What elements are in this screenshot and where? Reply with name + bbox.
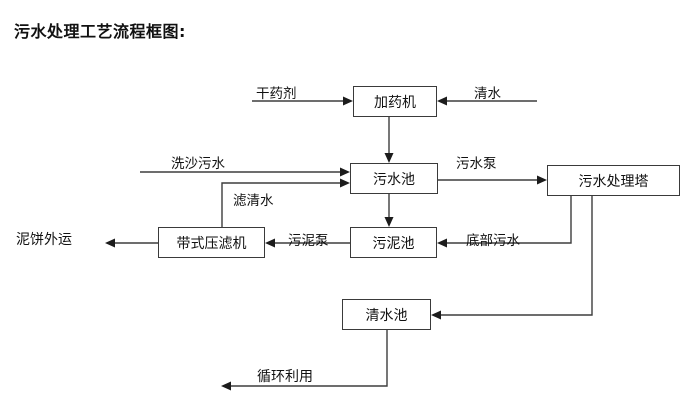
arrowhead-filtrate bbox=[340, 178, 350, 188]
arrowhead-dosing-down bbox=[384, 153, 394, 163]
terminal-label-cake-transport-out: 泥饼外运 bbox=[16, 232, 72, 248]
terminal-label-recycle-reuse: 循环利用 bbox=[257, 369, 313, 385]
arrowhead-sewagepool-down bbox=[384, 217, 394, 227]
node-clear-water-pool[interactable]: 清水池 bbox=[342, 299, 431, 330]
arrowhead-bottomsewage bbox=[437, 238, 447, 248]
node-sludge-pool[interactable]: 污泥池 bbox=[350, 227, 437, 258]
edge-label-sewage-pump: 污水泵 bbox=[456, 156, 497, 172]
arrowhead-cakeout bbox=[105, 238, 115, 248]
page-title: 污水处理工艺流程框图: bbox=[14, 22, 186, 41]
node-sewage-pool[interactable]: 污水池 bbox=[350, 163, 438, 194]
node-dosing-machine[interactable]: 加药机 bbox=[353, 86, 437, 117]
node-belt-filter-press[interactable]: 带式压滤机 bbox=[158, 227, 265, 258]
node-treatment-tower[interactable]: 污水处理塔 bbox=[547, 165, 680, 196]
edge-label-filtrate: 滤清水 bbox=[233, 193, 274, 209]
arrowhead-clean-water bbox=[437, 96, 447, 106]
arrowhead-sandwash bbox=[340, 167, 350, 177]
arrowhead-dry-agent bbox=[343, 96, 353, 106]
arrowhead-sludgepump bbox=[265, 238, 275, 248]
edge-label-bottom-sewage: 底部污水 bbox=[466, 233, 520, 249]
edge-label-dry-agent: 干药剂 bbox=[256, 86, 297, 102]
arrowhead-tower-clearpool bbox=[431, 310, 441, 320]
edge-label-sludge-pump: 污泥泵 bbox=[288, 233, 329, 249]
arrowhead-sewagepump bbox=[537, 175, 547, 185]
edge-label-clean-water: 清水 bbox=[474, 86, 501, 102]
wire-clearpool-to-recycle bbox=[228, 330, 388, 387]
wire-filtrate-to-sewagepool bbox=[221, 182, 343, 227]
edge-label-sand-wash-sewage: 洗沙污水 bbox=[171, 156, 225, 172]
arrowhead-recycle bbox=[221, 381, 231, 391]
wire-bottomsewage-to-sludgepool bbox=[444, 195, 572, 244]
wire-tower-to-clearpool bbox=[438, 195, 593, 316]
